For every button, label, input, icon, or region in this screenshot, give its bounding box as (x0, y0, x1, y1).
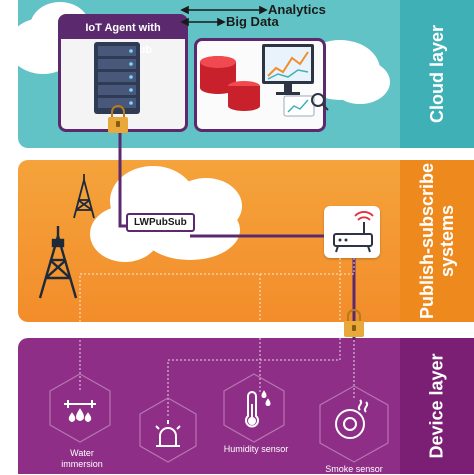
analytics-label: Analytics (268, 2, 326, 17)
water-immersion-label: Water immersion (52, 448, 112, 470)
router-icon (333, 211, 374, 253)
water-label-line2: immersion (61, 459, 103, 469)
big-data-label: Big Data (226, 14, 279, 29)
big-data-arrow (180, 17, 226, 27)
database-icon (200, 56, 260, 111)
connection-lines (118, 128, 356, 340)
humidity-sensor-label: Humidity sensor (223, 444, 289, 454)
device-link-lines (79, 258, 355, 418)
monitor-chart-icon (262, 44, 314, 95)
alarm-light-icon (155, 420, 181, 447)
smoke-detector-icon (335, 399, 369, 439)
server-rack-icon (94, 42, 140, 114)
lwpubsub-label: LWPubSub (126, 213, 195, 232)
device-layer-band (18, 338, 400, 474)
water-label-line1: Water (70, 448, 94, 458)
smoke-sensor-label: Smoke sensor (325, 464, 383, 474)
analytics-arrow (180, 5, 268, 15)
cloud-shape-right2 (330, 60, 390, 104)
antenna-tower-icon (73, 174, 95, 219)
lock-icon (344, 309, 364, 337)
device-hexagons (49, 373, 389, 463)
cloud-layer-tab: Cloud layer (400, 0, 474, 148)
water-drop-icon (64, 400, 96, 423)
thermometer-icon (245, 390, 271, 428)
antenna-tower-icon (38, 226, 78, 299)
magnifier-chart-icon (283, 93, 329, 117)
device-layer-tab: Device layer (400, 338, 474, 474)
lock-icon (108, 105, 128, 133)
